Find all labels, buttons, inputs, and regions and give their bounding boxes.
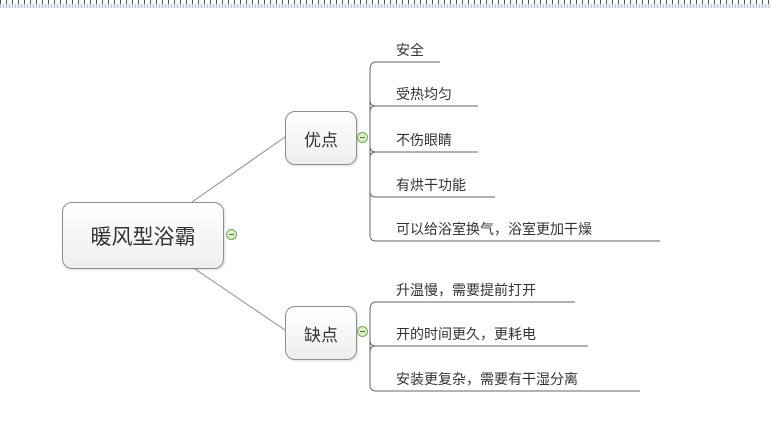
leaf-node[interactable]: 有烘干功能 xyxy=(396,178,466,194)
root-node[interactable]: 暖风型浴霸 xyxy=(62,202,224,269)
root-label: 暖风型浴霸 xyxy=(90,224,196,249)
leaf-node[interactable]: 不伤眼睛 xyxy=(396,133,452,149)
leaf-node[interactable]: 安全 xyxy=(396,43,424,59)
cons-collapse-icon[interactable] xyxy=(357,326,368,337)
pros-collapse-icon[interactable] xyxy=(357,132,368,143)
top-ruler xyxy=(0,0,771,8)
leaf-node[interactable]: 升温慢，需要提前打开 xyxy=(396,283,536,299)
leaf-node[interactable]: 可以给浴室换气，浴室更加干燥 xyxy=(396,222,592,238)
leaf-node[interactable]: 安装更复杂，需要有干湿分离 xyxy=(396,372,578,388)
branch-label: 优点 xyxy=(304,130,338,151)
root-collapse-icon[interactable] xyxy=(226,229,237,240)
leaf-node[interactable]: 受热均匀 xyxy=(396,87,452,103)
branch-node-cons[interactable]: 缺点 xyxy=(285,306,357,360)
leaf-node[interactable]: 开的时间更久，更耗电 xyxy=(396,327,536,343)
branch-node-pros[interactable]: 优点 xyxy=(285,111,357,165)
branch-label: 缺点 xyxy=(304,325,338,346)
